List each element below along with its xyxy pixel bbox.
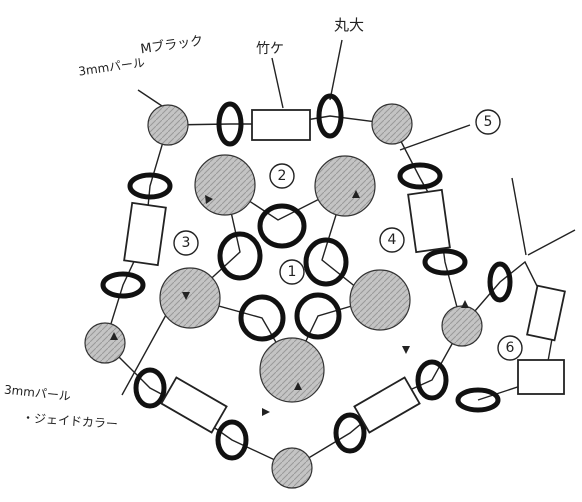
tube-bottom-left (161, 378, 226, 433)
label-round-wood: 丸大 (334, 14, 364, 35)
step-number-6: 6 (506, 340, 515, 356)
tube-top (252, 110, 310, 140)
label-round-wood-text: 丸大 (334, 16, 364, 34)
step-number-2: 2 (278, 168, 287, 184)
pearl-large-left (160, 268, 220, 328)
tube-far-right-1 (527, 286, 565, 341)
small-pearls (85, 104, 482, 488)
bead-inner-left (220, 234, 260, 278)
tube-right (408, 190, 450, 252)
step-number-1: 1 (288, 264, 297, 280)
pearl-large-bottom (260, 338, 324, 402)
arrow-head-6 (461, 300, 469, 308)
arrow-head-5 (402, 346, 410, 354)
tube-bottom-right (354, 378, 419, 433)
thread-end-right (528, 230, 575, 255)
bead-inner-top (260, 206, 304, 246)
leader-line-take (272, 58, 283, 108)
pearl-small-left (85, 323, 125, 363)
step-number-4: 4 (388, 232, 397, 248)
tube-left (124, 203, 166, 265)
pearl-large-top-left (195, 155, 255, 215)
bead-round-right-1 (400, 165, 440, 187)
leader-line-marudai (330, 40, 342, 100)
pearl-small-bottom (272, 448, 312, 488)
pearl-small-top-right (372, 104, 412, 144)
step-number-3: 3 (182, 235, 191, 251)
pearl-large-top-right (315, 156, 375, 216)
thread-end-right-2 (512, 178, 526, 255)
pearl-large-right (350, 270, 410, 330)
pearl-small-top-left (148, 105, 188, 145)
step-number-5: 5 (484, 114, 493, 130)
label-tube-text: 竹ケ (256, 41, 284, 57)
label-tube: 竹ケ (256, 38, 284, 58)
arrow-head-7 (262, 408, 270, 416)
tube-far-right-2 (518, 360, 564, 394)
pearl-small-right (442, 306, 482, 346)
